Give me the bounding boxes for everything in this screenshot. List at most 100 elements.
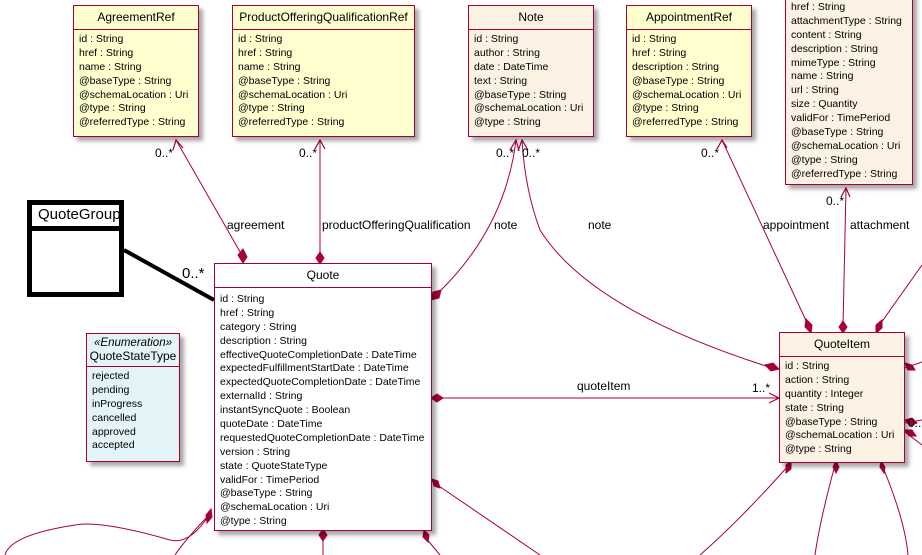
diamond-quote-bottom-1 [318,528,328,542]
attribute: @baseType : String [632,74,725,87]
arrowhead-attachment [840,186,851,198]
attribute: name : String [791,70,854,83]
diamond-quote-bottom-2 [422,528,430,544]
class-quote-item[interactable]: QuoteItem id : String action : String qu… [779,332,905,463]
label-item-note: note [588,218,612,232]
attribute-list: id : String href : String name : String … [233,30,414,133]
class-name: QuoteItem [780,333,904,357]
attribute: mimeType : String [791,56,876,69]
arrowhead-poq [314,138,326,150]
class-product-offering-qualification-ref[interactable]: ProductOfferingQualificationRef id : Str… [232,5,415,137]
attribute: version : String [220,445,291,458]
arrowhead-quote-note [509,138,520,152]
class-name: ProductOfferingQualificationRef [233,6,414,30]
attribute: quantity : Integer [785,387,864,400]
multiplicity-item-note: 0..* [522,146,541,160]
class-note[interactable]: Note id : String author : String date : … [468,5,594,137]
label-appointment: appointment [763,218,830,232]
class-name: QuoteGroup [32,205,119,231]
label-agreement: agreement [227,218,285,232]
edge-item-bottom-2 [814,464,836,555]
class-quote-group[interactable]: QuoteGroup [27,200,124,297]
edge-appointment [721,139,810,328]
attribute: description : String [791,42,878,55]
attribute: date : DateTime [474,60,549,73]
attribute: state : String [785,401,844,414]
multiplicity-quote-group: 0..* [182,265,205,282]
multiplicity-quote-note: 0..* [496,146,515,160]
attribute: id : String [785,360,830,372]
diamond-item-right-4 [904,429,917,437]
attribute: @type : String [632,102,699,115]
multiplicity-poq: 0..* [299,146,318,160]
label-quote-note: note [494,218,518,232]
attribute: @schemaLocation : Uri [632,88,742,101]
edge-attachment [842,187,847,328]
enum-quote-state-type[interactable]: «Enumeration» QuoteStateType rejected pe… [86,333,180,462]
class-agreement-ref[interactable]: AgreementRef id : String href : String n… [73,5,199,137]
diamond-item-note [764,362,780,372]
enum-header: «Enumeration» QuoteStateType [87,334,179,367]
multiplicity-quote-item: 1..* [752,381,771,395]
enum-value: approved [92,425,136,438]
edge-quote-note [434,139,517,297]
edge-quote-left-2 [174,514,210,555]
diamond-appointment [804,317,813,335]
attribute: action : String [785,373,850,386]
enum-values: rejected pending inProgress cancelled ap… [87,367,179,456]
attribute: @schemaLocation : Uri [474,102,584,115]
multiplicity-agreement: 0..* [155,146,174,160]
attribute: @referredType : String [79,116,186,129]
attribute: content : String [791,28,862,41]
attribute: @schemaLocation : Uri [220,501,330,514]
attribute: id : String [632,33,677,45]
attribute: size : Quantity [791,98,858,111]
attribute: @type : String [79,102,146,115]
edge-quote-left-1 [4,514,210,555]
diamond-item-bottom-3 [879,459,886,475]
attribute-list: id : String href : String name : String … [74,30,198,133]
multiplicity-attachment: 0..* [826,194,845,208]
attribute: state : QuoteStateType [220,459,328,472]
attribute: expectedQuoteCompletionDate : DateTime [220,376,421,389]
class-name: Quote [215,264,431,288]
attribute: @schemaLocation : Uri [79,88,189,101]
attribute: @baseType : String [220,487,313,500]
class-attachment[interactable]: href : String attachmentType : String co… [785,0,913,185]
attribute-list: id : String href : String category : Str… [215,288,431,532]
label-product-offering-qualification: productOfferingQualification [322,218,471,232]
attribute: @baseType : String [785,415,878,428]
attribute-list: id : String action : String quantity : I… [780,357,904,460]
attribute-list: href : String attachmentType : String co… [786,0,912,185]
multiplicity-appointment: 0..* [701,146,720,160]
diamond-item-right-3 [904,417,918,427]
attribute: name : String [79,60,142,73]
enum-value: inProgress [92,397,143,410]
attribute: requestedQuoteCompletionDate : DateTime [220,431,425,444]
class-appointment-ref[interactable]: AppointmentRef id : String href : String… [626,5,752,137]
attribute-list: id : String href : String description : … [627,30,751,133]
class-name: QuoteStateType [89,349,177,363]
attribute: url : String [791,84,839,97]
attribute: description : String [220,334,307,347]
edge-item-bottom-3 [881,464,909,555]
class-quote[interactable]: Quote id : String href : String category… [214,263,432,531]
arrowhead-agreement [172,138,184,151]
attribute: @type : String [785,443,852,456]
attribute: href : String [220,306,275,319]
enum-value: accepted [92,439,135,452]
attribute: href : String [238,46,293,59]
edge-agreement [175,139,244,258]
edge-quote-right-lower [435,483,541,555]
enum-value: rejected [92,370,130,382]
attribute: name : String [238,60,301,73]
edge-quote-group [123,248,215,302]
class-name: AppointmentRef [627,6,751,30]
attribute: @baseType : String [238,74,331,87]
attribute: text : String [474,74,528,87]
enum-value: pending [92,383,130,396]
attribute: @schemaLocation : Uri [791,139,901,152]
attribute: @schemaLocation : Uri [238,88,348,101]
attribute: description : String [632,60,719,73]
